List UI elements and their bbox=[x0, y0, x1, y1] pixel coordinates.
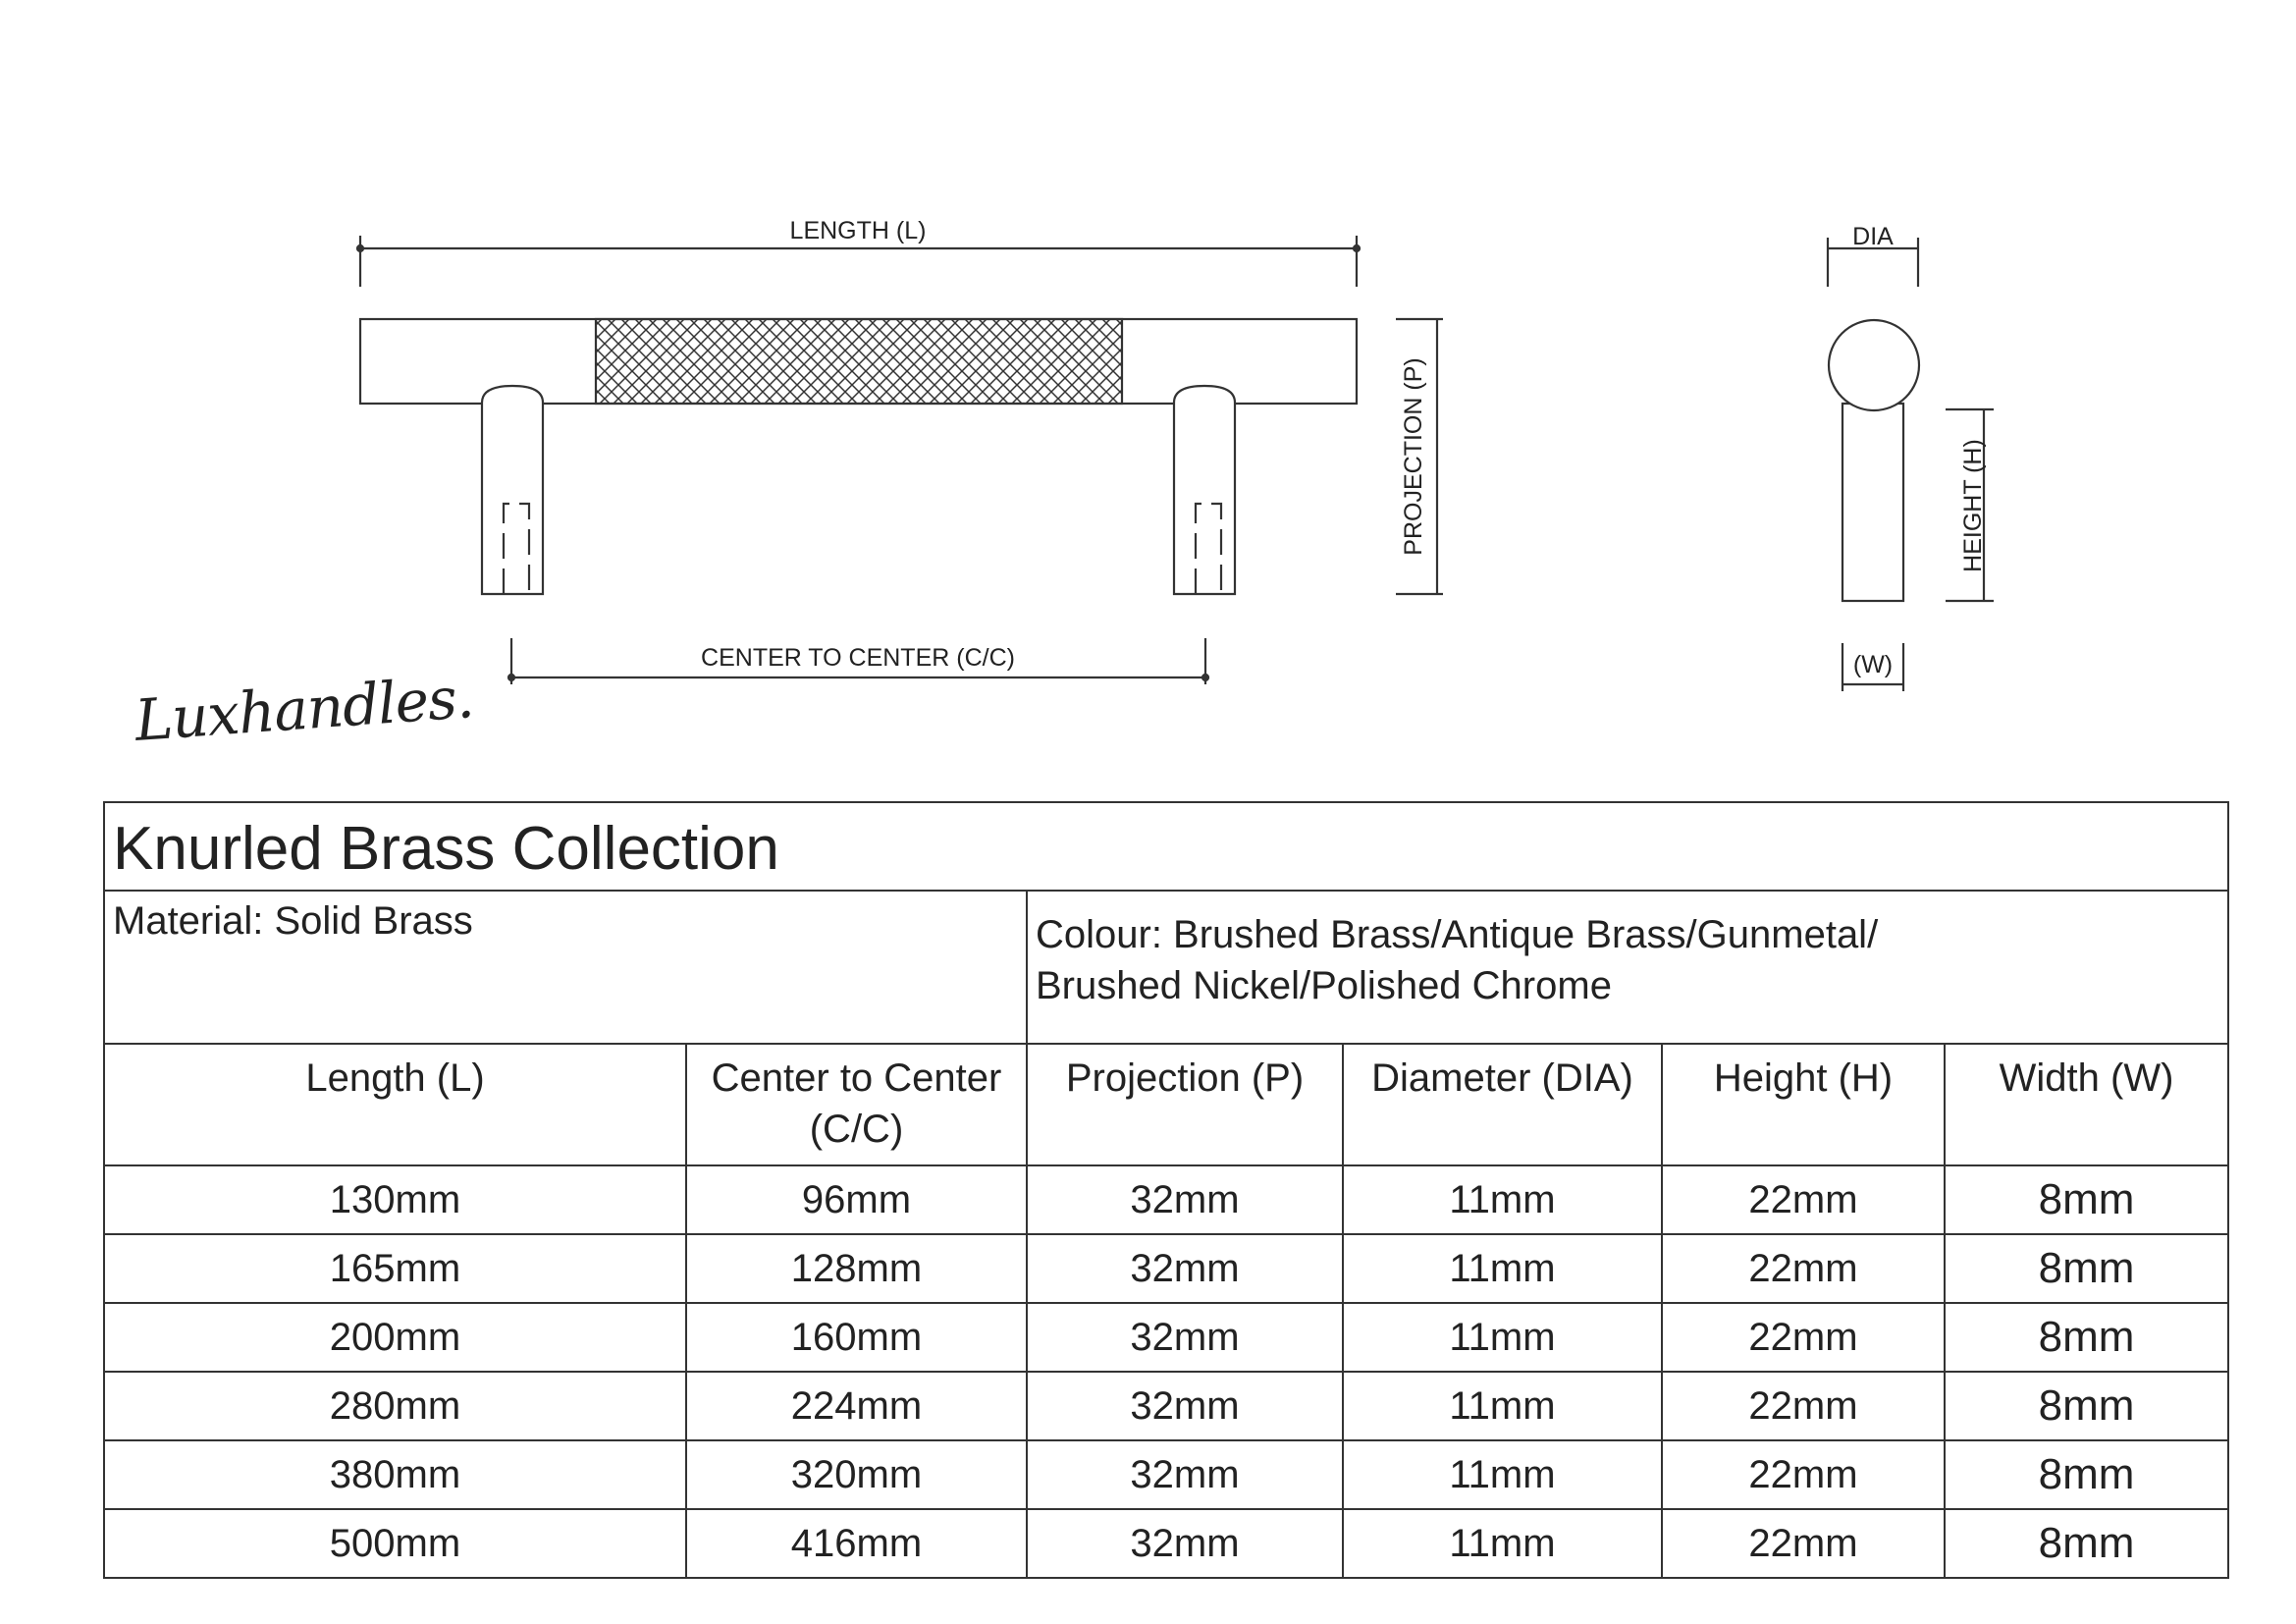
cell-height: 22mm bbox=[1661, 1439, 1946, 1510]
cell-height: 22mm bbox=[1661, 1164, 1946, 1235]
cell-projection: 32mm bbox=[1026, 1233, 1344, 1304]
cell-diameter: 11mm bbox=[1342, 1508, 1663, 1579]
height-dimension bbox=[1946, 407, 1994, 603]
cell-cc: 160mm bbox=[685, 1302, 1028, 1373]
cell-length: 130mm bbox=[103, 1164, 687, 1235]
material-cell: Material: Solid Brass bbox=[103, 890, 1028, 1045]
header-cc-line2: (C/C) bbox=[809, 1108, 904, 1151]
cell-diameter: 11mm bbox=[1342, 1371, 1663, 1441]
collection-title: Knurled Brass Collection bbox=[102, 801, 2230, 892]
header-cc: Center to Center (C/C) bbox=[685, 1043, 1028, 1166]
cc-dimension bbox=[507, 638, 1210, 684]
knurled-section bbox=[594, 317, 1124, 406]
cell-projection: 32mm bbox=[1026, 1371, 1344, 1441]
side-post bbox=[1841, 402, 1905, 603]
technical-drawing: LENGTH (L) CENTER TO CENTER (C/C) PROJEC… bbox=[355, 217, 1994, 691]
header-row: Length (L) Center to Center (C/C) Project… bbox=[103, 1043, 2230, 1166]
length-label: LENGTH (L) bbox=[790, 217, 927, 244]
cc-label: CENTER TO CENTER (C/C) bbox=[701, 644, 1015, 672]
cell-height: 22mm bbox=[1661, 1508, 1946, 1579]
cell-projection: 32mm bbox=[1026, 1302, 1344, 1373]
cell-projection: 32mm bbox=[1026, 1508, 1344, 1579]
colour-cell: Colour: Brushed Brass/Antique Brass/Gunm… bbox=[1025, 890, 2230, 1045]
header-cc-line1: Center to Center bbox=[711, 1056, 1002, 1100]
header-diameter: Diameter (DIA) bbox=[1342, 1043, 1663, 1166]
projection-dimension bbox=[1396, 317, 1443, 596]
colour-line-2: Brushed Nickel/Polished Chrome bbox=[1036, 964, 1612, 1007]
cell-projection: 32mm bbox=[1026, 1439, 1344, 1510]
cell-diameter: 11mm bbox=[1342, 1439, 1663, 1510]
width-dimension bbox=[1841, 643, 1905, 691]
cell-length: 165mm bbox=[103, 1233, 687, 1304]
cell-width: 8mm bbox=[1943, 1302, 2230, 1373]
height-label: HEIGHT (H) bbox=[1959, 439, 1987, 572]
header-projection: Projection (P) bbox=[1026, 1043, 1344, 1166]
width-label: (W) bbox=[1853, 651, 1893, 678]
side-bar-circle bbox=[1827, 318, 1921, 412]
colour-line-1: Colour: Brushed Brass/Antique Brass/Gunm… bbox=[1036, 913, 1879, 956]
cell-width: 8mm bbox=[1943, 1371, 2230, 1441]
cell-width: 8mm bbox=[1943, 1164, 2230, 1235]
cell-diameter: 11mm bbox=[1342, 1233, 1663, 1304]
header-height: Height (H) bbox=[1661, 1043, 1946, 1166]
header-width: Width (W) bbox=[1943, 1043, 2230, 1166]
cell-projection: 32mm bbox=[1026, 1164, 1344, 1235]
cell-length: 380mm bbox=[103, 1439, 687, 1510]
cell-diameter: 11mm bbox=[1342, 1164, 1663, 1235]
cell-cc: 320mm bbox=[685, 1439, 1028, 1510]
spec-table: Knurled Brass Collection Material: Solid… bbox=[102, 801, 2230, 1579]
cell-width: 8mm bbox=[1943, 1439, 2230, 1510]
cell-cc: 128mm bbox=[685, 1233, 1028, 1304]
projection-label: PROJECTION (P) bbox=[1400, 357, 1427, 555]
right-post bbox=[1172, 384, 1237, 596]
cell-width: 8mm bbox=[1943, 1233, 2230, 1304]
cell-diameter: 11mm bbox=[1342, 1302, 1663, 1373]
cell-width: 8mm bbox=[1943, 1508, 2230, 1579]
header-length: Length (L) bbox=[103, 1043, 687, 1166]
dia-label: DIA bbox=[1852, 223, 1894, 250]
cell-cc: 416mm bbox=[685, 1508, 1028, 1579]
cell-height: 22mm bbox=[1661, 1302, 1946, 1373]
left-post bbox=[480, 384, 545, 596]
dia-dimension bbox=[1826, 238, 1920, 287]
cell-cc: 224mm bbox=[685, 1371, 1028, 1441]
cell-length: 500mm bbox=[103, 1508, 687, 1579]
cell-height: 22mm bbox=[1661, 1233, 1946, 1304]
length-dimension bbox=[355, 236, 1362, 287]
cell-height: 22mm bbox=[1661, 1371, 1946, 1441]
cell-length: 200mm bbox=[103, 1302, 687, 1373]
cell-cc: 96mm bbox=[685, 1164, 1028, 1235]
cell-length: 280mm bbox=[103, 1371, 687, 1441]
